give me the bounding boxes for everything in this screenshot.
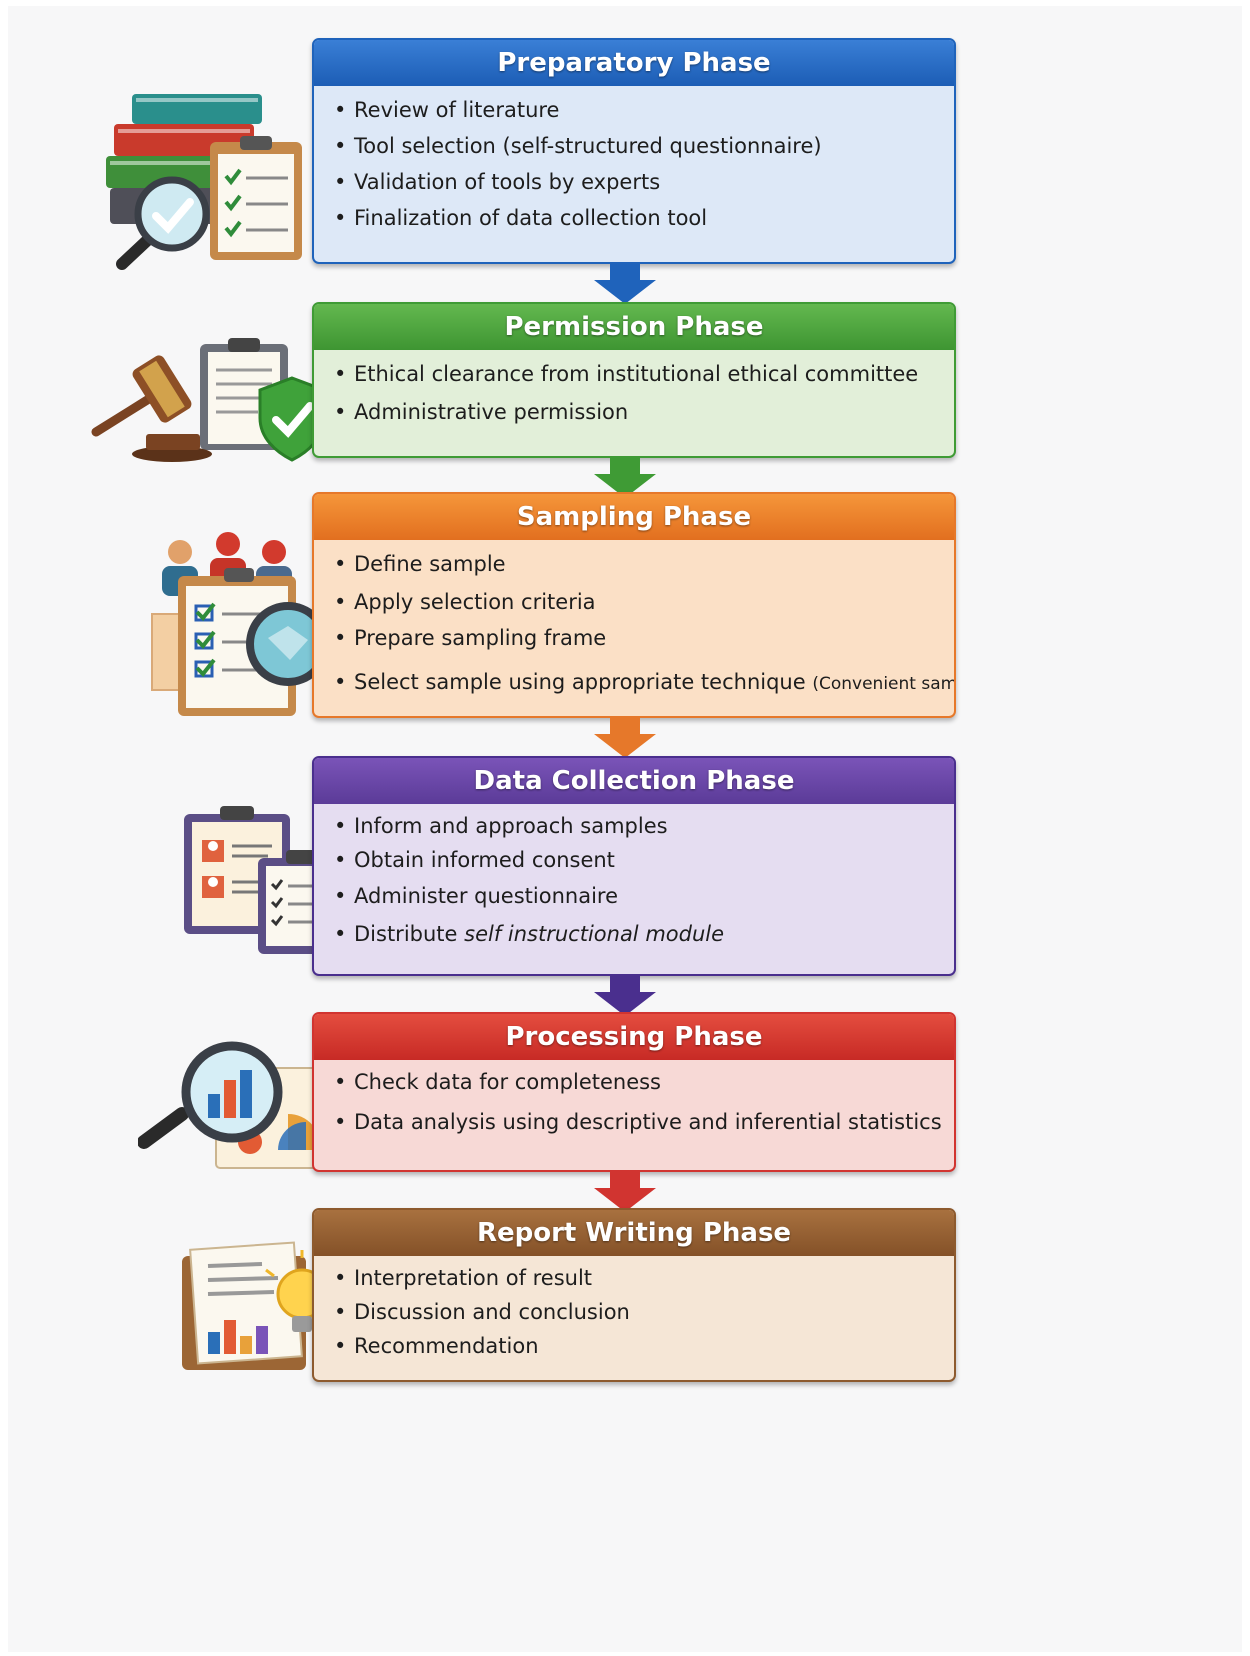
sampling-phase-title: Sampling Phase	[314, 494, 954, 540]
processing-item: Data analysis using descriptive and infe…	[334, 1110, 946, 1134]
preparatory-phase-title: Preparatory Phase	[314, 40, 954, 86]
sampling-phase-box: Sampling Phase Define sample Apply selec…	[312, 492, 956, 718]
processing-item: Check data for completeness	[334, 1070, 946, 1094]
down-arrow-icon	[594, 1172, 656, 1212]
sampling-item: Define sample	[334, 552, 946, 576]
preparatory-item: Validation of tools by experts	[334, 170, 946, 194]
data-collection-item-text: Distribute	[354, 922, 458, 946]
preparatory-item: Review of literature	[334, 98, 946, 122]
report-writing-phase-box: Report Writing Phase Interpretation of r…	[312, 1208, 956, 1382]
permission-phase-box: Permission Phase Ethical clearance from …	[312, 302, 956, 458]
data-collection-item: Administer questionnaire	[334, 884, 946, 908]
report-writing-phase-title: Report Writing Phase	[314, 1210, 954, 1256]
down-arrow-icon	[594, 718, 656, 758]
data-collection-phase-title: Data Collection Phase	[314, 758, 954, 804]
down-arrow-icon	[594, 976, 656, 1016]
processing-phase-title: Processing Phase	[314, 1014, 954, 1060]
processing-phase-box: Processing Phase Check data for complete…	[312, 1012, 956, 1172]
report-lightbulb-icon	[182, 1241, 343, 1370]
sampling-item: Select sample using appropriate techniqu…	[334, 670, 954, 694]
books-checklist-magnifier-icon	[106, 94, 302, 270]
sampling-item: Prepare sampling frame	[334, 626, 946, 650]
data-collection-item: Distribute self instructional module	[334, 922, 946, 946]
down-arrow-icon	[594, 458, 656, 498]
sampling-item: Apply selection criteria	[334, 590, 946, 614]
report-writing-item: Recommendation	[334, 1334, 946, 1358]
permission-phase-title: Permission Phase	[314, 304, 954, 350]
sampling-item-note: (Convenient sampling)	[812, 674, 956, 694]
permission-item: Ethical clearance from institutional eth…	[334, 362, 946, 386]
preparatory-item: Finalization of data collection tool	[334, 206, 946, 230]
people-checklist-magnifier-icon	[151, 532, 354, 716]
data-collection-item-emphasis: self instructional module	[464, 922, 725, 946]
down-arrow-icon	[594, 264, 656, 304]
sampling-item-text: Select sample using appropriate techniqu…	[354, 670, 806, 694]
data-collection-phase-box: Data Collection Phase Inform and approac…	[312, 756, 956, 976]
report-writing-item: Interpretation of result	[334, 1266, 946, 1290]
gavel-clipboard-shield-icon	[91, 338, 326, 462]
data-collection-item: Obtain informed consent	[334, 848, 946, 872]
report-writing-item: Discussion and conclusion	[334, 1300, 946, 1324]
preparatory-item: Tool selection (self-structured question…	[334, 134, 946, 158]
magnifier-charts-icon	[138, 1041, 333, 1169]
permission-item: Administrative permission	[334, 400, 946, 424]
preparatory-phase-box: Preparatory Phase Review of literature T…	[312, 38, 956, 264]
data-collection-item: Inform and approach samples	[334, 814, 946, 838]
